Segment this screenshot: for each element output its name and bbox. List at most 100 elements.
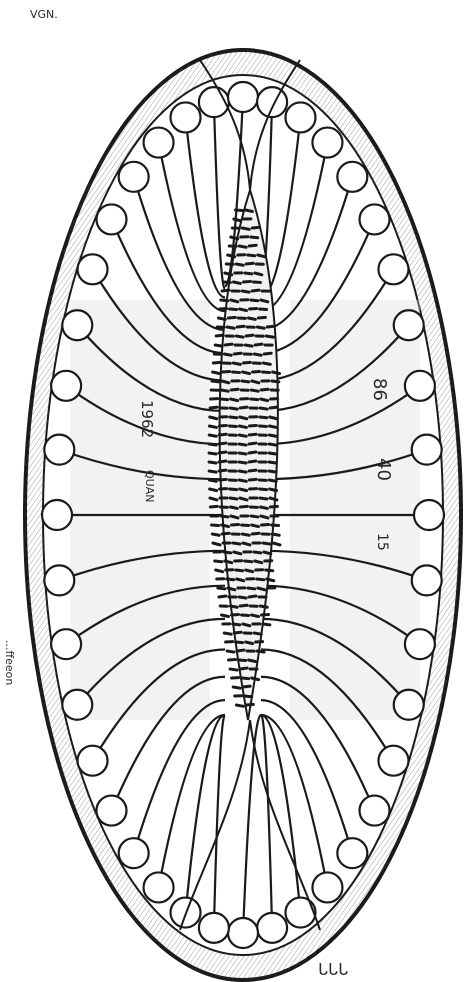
ridge-dash: [233, 372, 240, 373]
ridge-dash: [260, 489, 267, 490]
ridge-dash: [267, 579, 274, 581]
ridge-dash: [273, 543, 280, 545]
ridge-dash: [212, 534, 219, 535]
ridge-dash: [249, 245, 256, 246]
ridge-dash: [252, 290, 259, 291]
ridge-dash: [243, 362, 250, 363]
ridge-dash: [255, 561, 262, 563]
ridge-dash: [221, 516, 228, 517]
ridge-dash: [261, 516, 268, 518]
ridge-dash: [224, 552, 231, 553]
ridge-dash: [231, 237, 238, 239]
rim-bulb: [119, 162, 149, 192]
ridge-dash: [269, 453, 276, 454]
ridge-dash: [236, 570, 243, 571]
rim-bulb: [51, 371, 81, 401]
ridge-dash: [254, 552, 261, 553]
ridge-dash: [213, 362, 220, 363]
ridge-dash: [216, 570, 223, 572]
ridge-dash: [230, 606, 237, 607]
ridge-dash: [242, 228, 249, 229]
rim-bulb: [285, 898, 315, 928]
ridge-dash: [264, 353, 271, 354]
ridge-dash: [237, 650, 244, 651]
ridge-dash: [246, 335, 253, 336]
ridge-dash: [248, 255, 255, 256]
ridge-dash: [231, 516, 238, 518]
ridge-dash: [215, 561, 222, 562]
ridge-dash: [260, 507, 267, 508]
ridge-dash: [245, 696, 252, 697]
ridge-dash: [242, 615, 249, 616]
ridge-dash: [263, 543, 270, 544]
ridge-dash: [251, 399, 258, 400]
ridge-dash: [234, 353, 241, 354]
ridge-dash: [242, 534, 249, 535]
ridge-dash: [273, 372, 280, 374]
ridge-dash: [260, 408, 267, 409]
rim-bulb: [51, 629, 81, 659]
ridge-dash: [242, 291, 249, 292]
rim-bulb: [228, 918, 258, 948]
ridge-dash: [245, 210, 252, 211]
ridge-dash: [209, 453, 216, 454]
ridge-dash: [213, 372, 220, 374]
rim-bulb: [378, 254, 408, 284]
ridge-dash: [260, 498, 267, 499]
ridge-dash: [221, 399, 228, 400]
ridge-dash: [270, 498, 277, 500]
rim-bulb: [257, 913, 287, 943]
canal-line: [214, 102, 225, 289]
ridge-dash: [240, 417, 247, 419]
ridge-dash: [263, 363, 270, 364]
ridge-dash: [242, 381, 249, 382]
ridge-dash: [257, 579, 264, 580]
ridge-dash: [269, 471, 276, 472]
ridge-dash: [209, 480, 216, 481]
ridge-dash: [239, 444, 246, 445]
rim-bulb: [312, 872, 342, 902]
ridge-dash: [272, 534, 279, 535]
ridge-dash: [222, 290, 229, 291]
ridge-dash: [219, 596, 226, 597]
ridge-dash: [225, 561, 232, 563]
rim-bulb: [405, 629, 435, 659]
ridge-dash: [252, 381, 259, 383]
ridge-dash: [251, 516, 258, 517]
ridge-dash: [243, 624, 250, 626]
bottom-marks: ᒐᒐᒐ: [318, 960, 348, 979]
canal-line: [261, 715, 272, 928]
ridge-dash: [263, 372, 270, 373]
rim-bulb: [337, 162, 367, 192]
ridge-dash: [249, 434, 256, 435]
ridge-dash: [254, 354, 261, 355]
rim-bulb: [257, 87, 287, 117]
ridge-dash: [272, 525, 279, 526]
ridge-dash: [228, 317, 235, 318]
rim-bulb: [171, 102, 201, 132]
ridge-dash: [218, 588, 225, 589]
ridge-dash: [234, 552, 241, 554]
ridge-dash: [249, 452, 256, 453]
rim-bulb: [394, 690, 424, 720]
ridge-dash: [261, 389, 268, 390]
ridge-dash: [219, 443, 226, 444]
ridge-dash: [249, 479, 256, 480]
ridge-dash: [219, 461, 226, 462]
rim-bulb: [62, 690, 92, 720]
ridge-dash: [224, 633, 231, 634]
ridge-dash: [248, 588, 255, 589]
ridge-dash: [249, 443, 256, 444]
ridge-dash: [230, 489, 237, 490]
rim-bulb: [199, 913, 229, 943]
ridge-dash: [222, 615, 229, 617]
ridge-dash: [239, 246, 246, 247]
rim-bulb: [62, 310, 92, 340]
corner-note: VGN.: [30, 8, 58, 21]
ridge-dash: [260, 309, 267, 310]
ridge-dash: [239, 435, 246, 436]
shaded-panel: [290, 300, 420, 720]
ridge-dash: [240, 605, 247, 606]
ridge-dash: [249, 461, 256, 462]
